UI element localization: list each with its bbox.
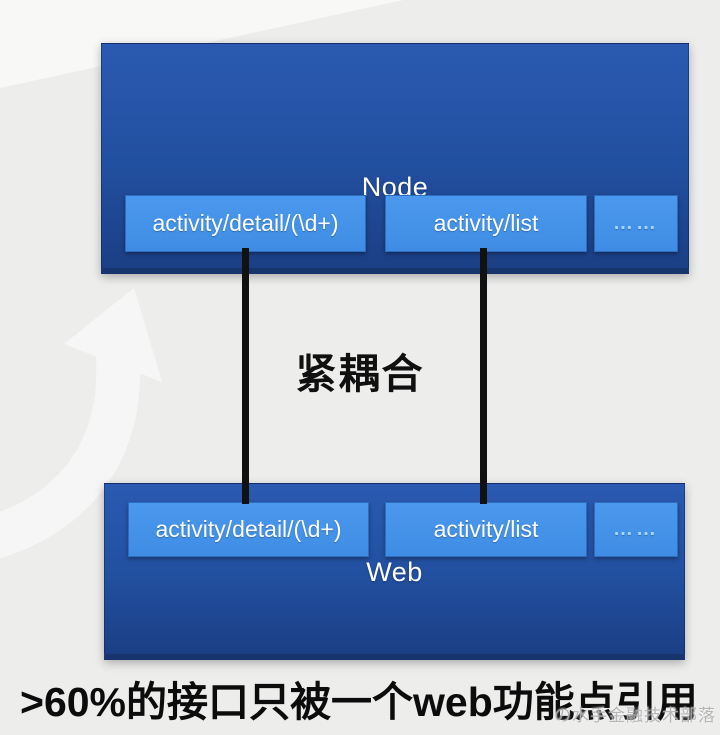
- watermark-text: の水手金融技术部落: [554, 706, 716, 725]
- endpoint-ellipsis: ……: [594, 502, 678, 557]
- ellipsis-label: ……: [613, 212, 659, 234]
- endpoint-activity-detail: activity/detail/(\d+): [125, 195, 366, 252]
- ellipsis-label: ……: [613, 518, 659, 540]
- web-box-label: Web: [366, 557, 423, 587]
- caption-text: >60%的接口只被一个web功能点引用: [20, 679, 698, 725]
- endpoint-activity-detail: activity/detail/(\d+): [128, 502, 369, 557]
- endpoint-ellipsis: ……: [594, 195, 678, 252]
- endpoint-activity-list: activity/list: [385, 502, 587, 557]
- connector-line-right: [480, 248, 487, 504]
- connector-line-left: [242, 248, 249, 504]
- endpoint-activity-list: activity/list: [385, 195, 587, 252]
- endpoint-label: activity/list: [433, 516, 539, 542]
- coupling-label: 紧耦合: [295, 351, 425, 397]
- web-box: activity/detail/(\d+) activity/list …… W…: [104, 483, 685, 660]
- endpoint-label: activity/list: [433, 210, 539, 236]
- endpoint-label: activity/detail/(\d+): [155, 516, 342, 542]
- node-box: Node activity/detail/(\d+) activity/list…: [101, 43, 689, 274]
- curved-arrow-icon: [0, 288, 162, 559]
- endpoint-label: activity/detail/(\d+): [152, 210, 339, 236]
